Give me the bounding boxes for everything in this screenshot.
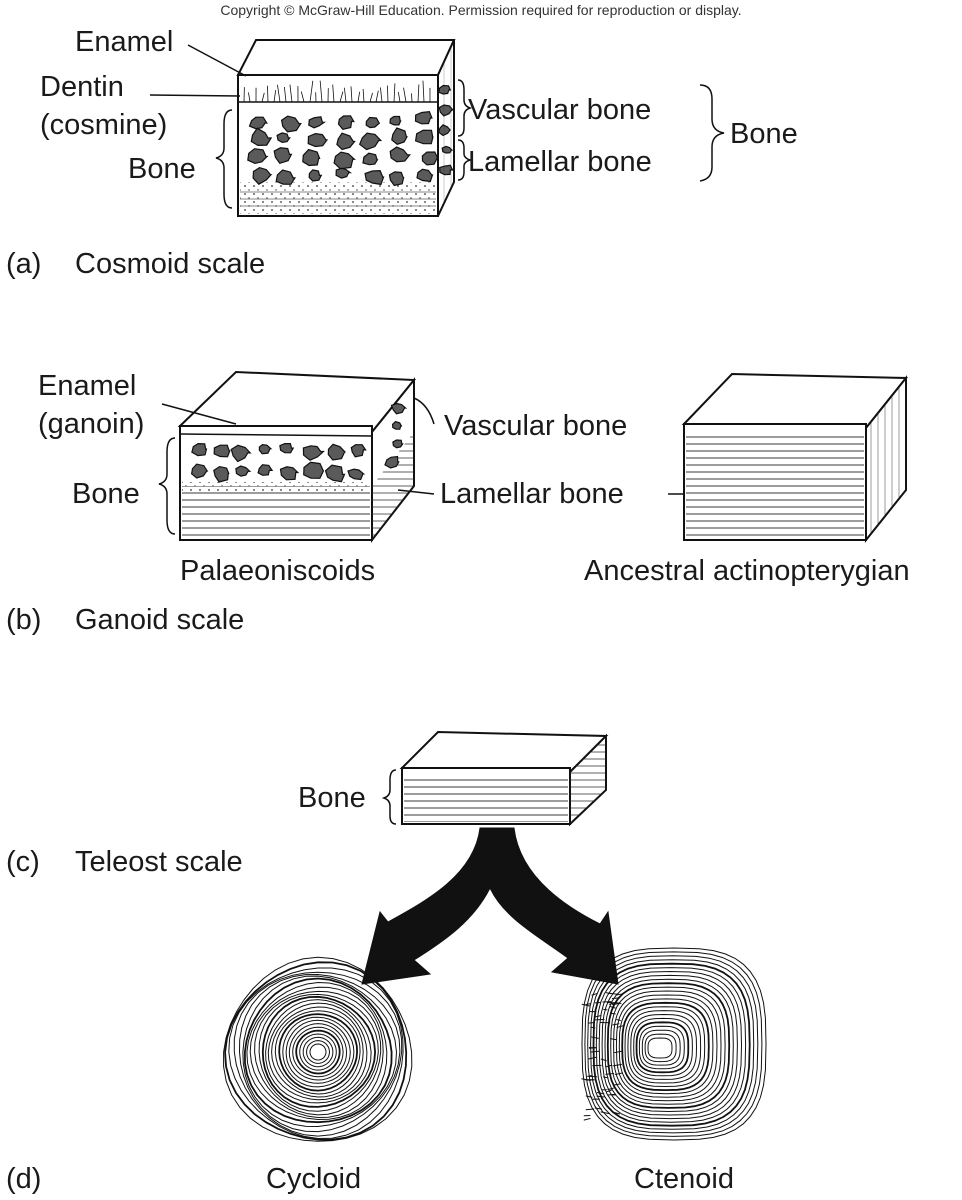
teleost-scale-block (381, 730, 609, 827)
label-enamel: Enamel (75, 26, 174, 58)
label-dentin: Dentin (40, 71, 124, 103)
caption-cosmoid-scale: Cosmoid scale (75, 248, 266, 280)
label-bone-a: Bone (128, 153, 196, 185)
label-ancestral-actinopterygian: Ancestral actinopterygian (584, 555, 910, 587)
caption-ganoid-scale: Ganoid scale (75, 604, 245, 636)
panel-letter-c: (c) (6, 846, 40, 878)
ganoid-scale-block (177, 370, 417, 543)
label-ctenoid: Ctenoid (634, 1163, 734, 1195)
cosmoid-scale-block (236, 39, 456, 217)
divergence-arrow (361, 827, 619, 985)
panel-letter-d: (d) (6, 1163, 42, 1195)
ctenoid-scale (581, 947, 767, 1141)
label-enamel-b: Enamel (38, 370, 137, 402)
caption-teleost-scale: Teleost scale (75, 846, 243, 878)
label-bone-group: Bone (730, 118, 798, 150)
label-lamellar-bone-a: Lamellar bone (468, 146, 652, 178)
label-ganoin: (ganoin) (38, 408, 145, 440)
label-palaeoniscoids: Palaeoniscoids (180, 555, 376, 587)
copyright-notice: Copyright © McGraw-Hill Education. Permi… (220, 2, 742, 18)
label-cycloid: Cycloid (266, 1163, 362, 1195)
label-bone-c: Bone (298, 782, 366, 814)
label-bone-b: Bone (72, 478, 140, 510)
cosmoid-leader-lines (149, 44, 725, 209)
panel-letter-b: (b) (6, 604, 42, 636)
label-lamellar-bone-b: Lamellar bone (440, 478, 624, 510)
cycloid-scale (223, 956, 413, 1142)
label-vascular-bone-b: Vascular bone (444, 410, 628, 442)
label-cosmine: (cosmine) (40, 109, 168, 141)
label-vascular-bone-a: Vascular bone (468, 94, 652, 126)
actinopterygian-scale-block (681, 372, 909, 543)
panel-letter-a: (a) (6, 248, 42, 280)
